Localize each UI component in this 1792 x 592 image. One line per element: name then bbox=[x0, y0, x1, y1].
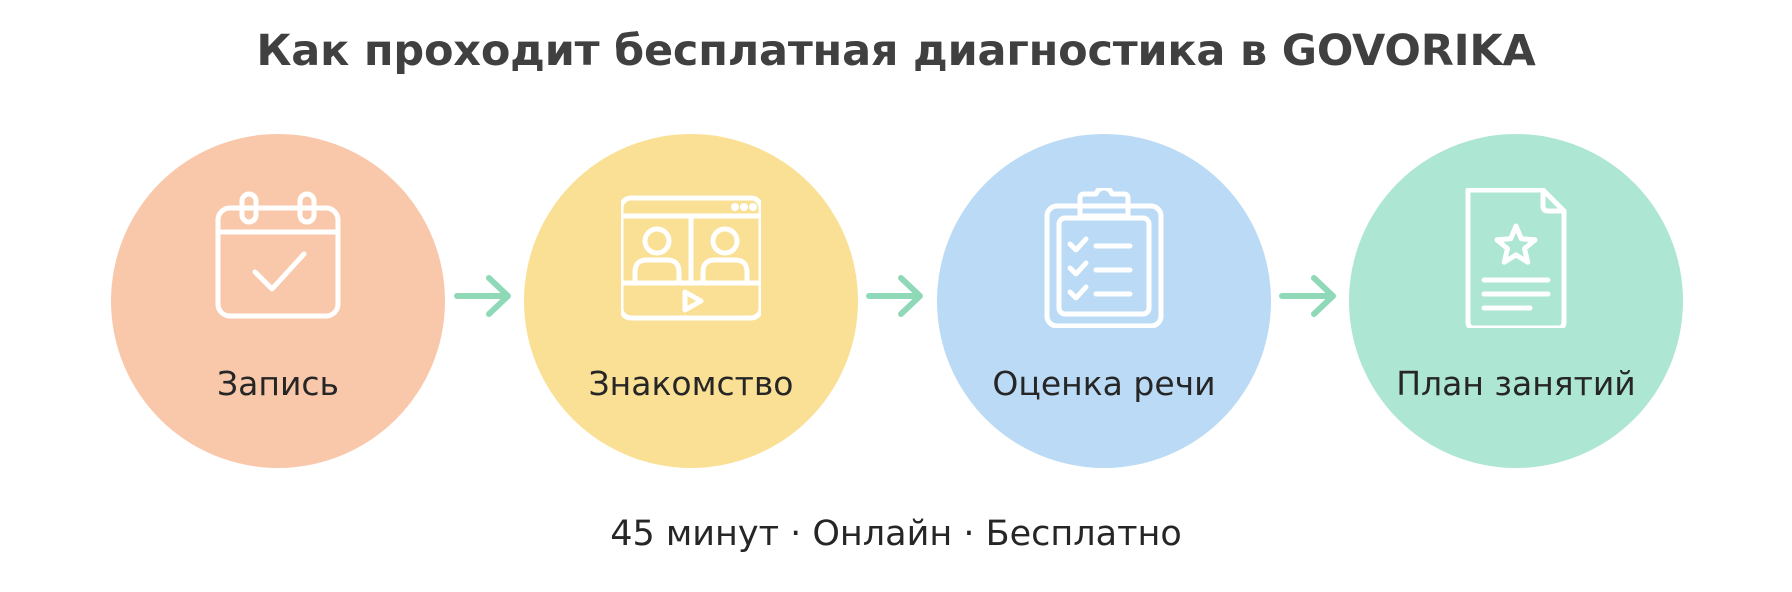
step-label: Запись bbox=[217, 364, 339, 403]
step-label: План занятий bbox=[1396, 364, 1636, 403]
video-call-icon bbox=[621, 188, 761, 328]
footer-summary: 45 минут · Онлайн · Бесплатно bbox=[610, 514, 1182, 554]
arrow-right-icon bbox=[1278, 272, 1340, 320]
arrow-right-icon bbox=[453, 272, 515, 320]
step-meeting: Знакомство bbox=[524, 134, 858, 468]
page-title: Как проходит бесплатная диагностика в GO… bbox=[256, 26, 1536, 76]
step-booking: Запись bbox=[111, 134, 445, 468]
step-label: Оценка речи bbox=[992, 364, 1216, 403]
document-star-icon bbox=[1446, 188, 1586, 328]
calendar-check-icon bbox=[208, 188, 348, 328]
step-lesson-plan: План занятий bbox=[1349, 134, 1683, 468]
arrow-right-icon bbox=[865, 272, 927, 320]
clipboard-checklist-icon bbox=[1034, 188, 1174, 328]
step-speech-assessment: Оценка речи bbox=[937, 134, 1271, 468]
step-label: Знакомство bbox=[588, 364, 794, 403]
